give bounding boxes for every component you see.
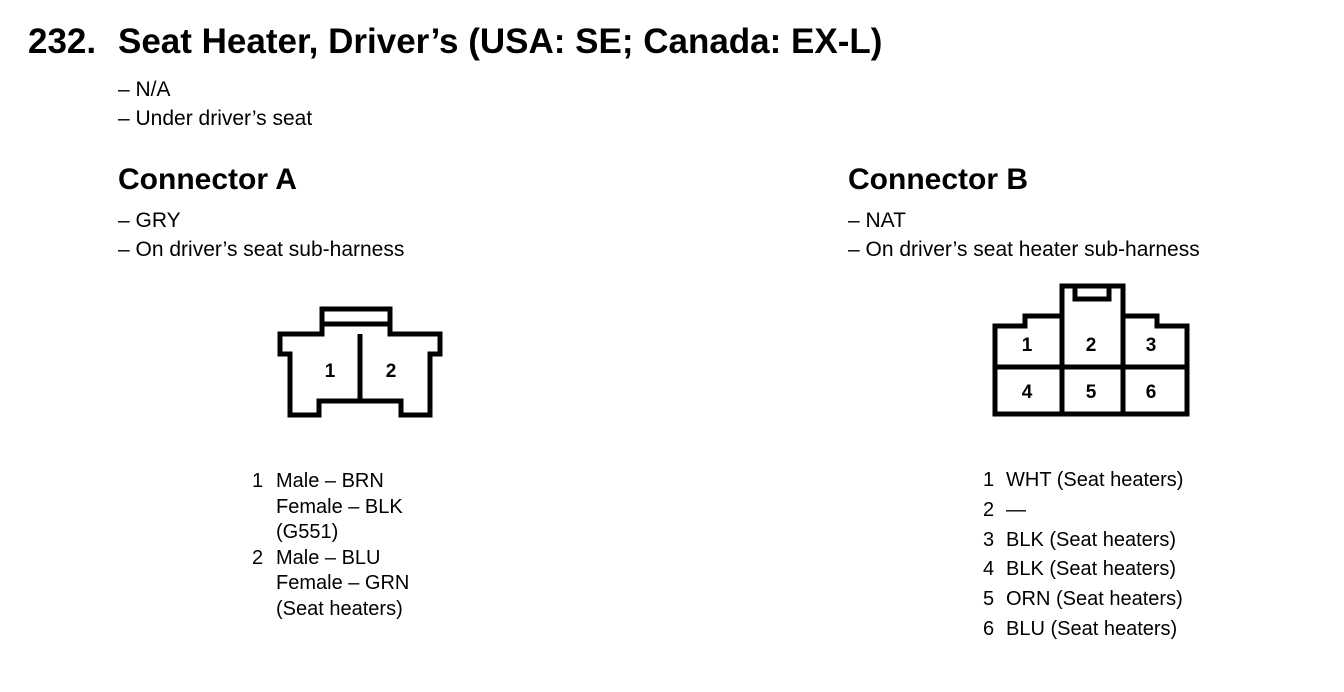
- pin-number: 2: [252, 546, 264, 569]
- pin-number: 1: [252, 470, 264, 492]
- pin-wire: BLU (Seat heaters): [1006, 617, 1178, 640]
- connector-a-pinlist: 1 Male – BRN Female – BLK (G551) 2 Male …: [252, 469, 409, 622]
- component-name: Seat Heater, Driver’s (USA: SE; Canada: …: [118, 22, 883, 61]
- connector-b-pin-5: 5 ORN (Seat heaters): [983, 585, 1183, 615]
- connector-b-cavity-6: 6: [1146, 382, 1157, 403]
- pin-wire: BLK (Seat heaters): [1006, 528, 1177, 551]
- connector-a-pin-2: 2 Male – BLU Female – GRN (Seat heaters): [252, 546, 409, 623]
- connector-b-heading: Connector B: [848, 163, 1028, 196]
- connector-a-color: – GRY: [118, 209, 181, 232]
- connector-a-cavity-1: 1: [325, 361, 336, 382]
- connector-a-pin-1: 1 Male – BRN Female – BLK (G551): [252, 469, 409, 546]
- pin-number: 2: [983, 498, 995, 521]
- component-color: – N/A: [118, 78, 171, 101]
- pin-destination: (Seat heaters): [276, 597, 403, 620]
- connector-b-cavity-2: 2: [1086, 335, 1097, 356]
- connector-b-cavity-3: 3: [1146, 335, 1157, 356]
- connector-b-diagram: 1 2 3 4 5 6: [992, 283, 1190, 417]
- pin-wire-female: Female – BLK: [276, 495, 403, 518]
- connector-b-pin-3: 3 BLK (Seat heaters): [983, 526, 1183, 556]
- pin-number: 6: [983, 617, 995, 640]
- pin-number: 3: [983, 528, 995, 551]
- pin-wire: ORN (Seat heaters): [1006, 588, 1183, 611]
- connector-a-cavity-2: 2: [386, 361, 397, 382]
- connector-b-pin-2: 2—: [983, 496, 1183, 526]
- pin-number: 4: [983, 558, 995, 581]
- connector-b-location: – On driver’s seat heater sub-harness: [848, 238, 1200, 261]
- pin-wire: —: [1006, 498, 1026, 521]
- pin-wire-female: Female – GRN: [276, 572, 410, 594]
- connector-b-color: – NAT: [848, 209, 906, 232]
- connector-b-cavity-1: 1: [1022, 335, 1033, 356]
- pin-wire-male: Male – BRN: [276, 470, 384, 492]
- connector-b-pin-4: 4 BLK (Seat heaters): [983, 555, 1183, 585]
- connector-b-pin-6: 6 BLU (Seat heaters): [983, 615, 1183, 645]
- connector-a-heading: Connector A: [118, 163, 297, 196]
- connector-b-cavity-5: 5: [1086, 382, 1097, 403]
- pin-destination: (G551): [276, 521, 339, 543]
- page-title: 232. Seat Heater, Driver’s (USA: SE; Cana…: [28, 22, 882, 62]
- section-number: 232.: [28, 22, 97, 61]
- pin-wire: BLK (Seat heaters): [1006, 558, 1177, 581]
- connector-a-location: – On driver’s seat sub-harness: [118, 238, 405, 261]
- pin-number: 5: [983, 588, 995, 611]
- pin-wire: WHT (Seat heaters): [1006, 469, 1184, 491]
- connector-b-cavity-4: 4: [1022, 382, 1033, 403]
- pin-number: 1: [983, 469, 995, 491]
- component-location: – Under driver’s seat: [118, 107, 313, 130]
- pin-wire-male: Male – BLU: [276, 546, 381, 569]
- connector-b-pin-1: 1 WHT (Seat heaters): [983, 466, 1183, 496]
- connector-a-diagram: 1 2: [277, 306, 443, 418]
